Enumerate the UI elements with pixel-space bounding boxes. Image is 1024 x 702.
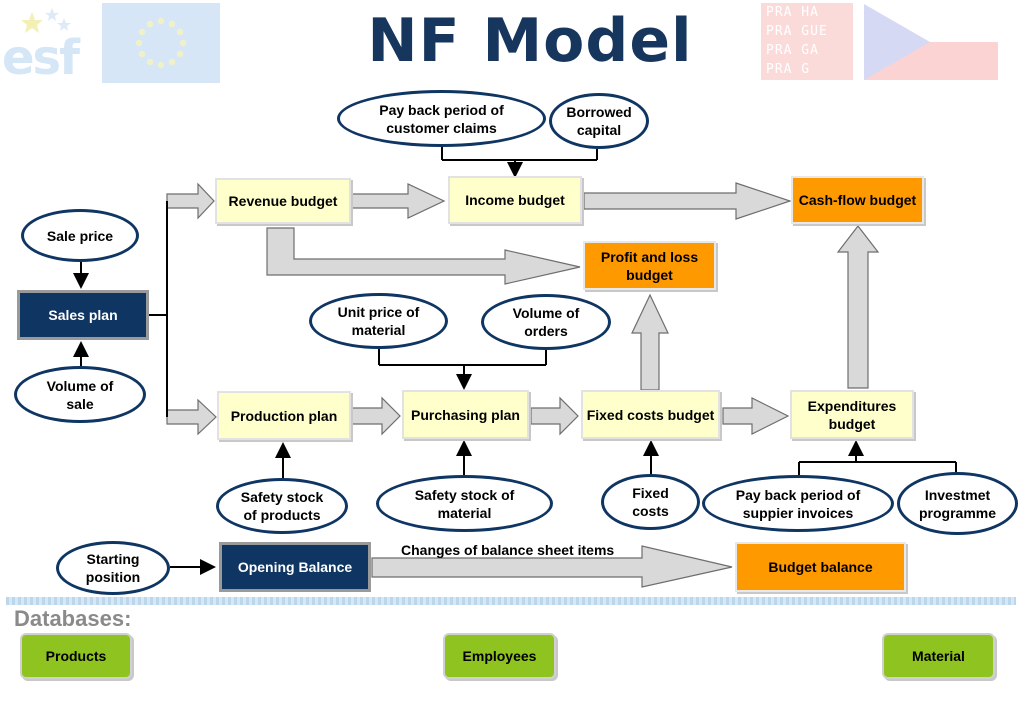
unit-price-material-oval: Unit price of material (309, 293, 448, 349)
arrow-revenue-to-profit-loss (266, 227, 581, 285)
safety-stock-products-oval: Safety stock of products (216, 478, 348, 534)
profit-loss-budget-box: Profit and loss budget (583, 241, 716, 290)
purchasing-plan-box: Purchasing plan (402, 390, 529, 439)
esf-logo-stars (21, 8, 71, 33)
arrow-opening-to-budget-balance (371, 545, 733, 588)
esf-logo: esf (2, 4, 98, 86)
pay-back-supplier-oval: Pay back period of suppier invoices (702, 475, 894, 532)
database-material: Material (882, 633, 995, 679)
safety-stock-material-oval: Safety stock of material (376, 475, 553, 532)
czech-flag-icon (864, 4, 998, 80)
sales-plan-box: Sales plan (17, 290, 149, 340)
eu-flag-logo (102, 3, 220, 83)
investment-programme-oval: Investmet programme (897, 472, 1018, 535)
arrow-expenditures-to-cashflow (836, 225, 880, 389)
database-employees: Employees (443, 633, 556, 679)
income-budget-box: Income budget (448, 176, 582, 224)
arrow-income-to-cashflow (583, 182, 792, 220)
arrow-fixed-to-profit-loss (631, 293, 669, 391)
prague-logo-text: PRA HA PRA GUE PRA GA PRA G (766, 5, 828, 77)
budget-balance-box: Budget balance (735, 542, 906, 592)
sale-price-oval: Sale price (21, 209, 139, 262)
arrow-fixed-to-expenditures (722, 397, 790, 435)
databases-divider (6, 597, 1016, 605)
volume-of-sale-oval: Volume of sale (14, 366, 146, 423)
eu-stars-icon (135, 17, 187, 69)
prague-logo: PRA HA PRA GUE PRA GA PRA G (761, 3, 853, 80)
arrow-to-production-plan (166, 398, 217, 436)
cash-flow-budget-box: Cash-flow budget (791, 176, 924, 224)
arrow-revenue-to-income (350, 183, 446, 219)
databases-title: Databases: (14, 606, 132, 631)
arrow-production-to-purchasing (351, 396, 401, 436)
database-products: Products (20, 633, 132, 679)
pay-back-customer-oval: Pay back period of customer claims (337, 90, 546, 147)
fixed-costs-oval: Fixed costs (601, 474, 700, 530)
arrow-to-revenue-budget (166, 182, 215, 220)
starting-position-oval: Starting position (56, 541, 170, 595)
arrow-purchasing-to-fixed (530, 396, 579, 436)
opening-balance-box: Opening Balance (219, 542, 371, 592)
changes-balance-label: Changes of balance sheet items (401, 542, 615, 558)
expenditures-budget-box: Expenditures budget (790, 390, 914, 439)
volume-of-orders-oval: Volume of orders (481, 294, 611, 350)
borrowed-capital-oval: Borrowed capital (549, 93, 649, 149)
esf-logo-text: esf (2, 30, 80, 86)
czech-flag-logo (864, 4, 998, 80)
production-plan-box: Production plan (217, 391, 351, 440)
page-title: NF Model (367, 6, 693, 76)
revenue-budget-box: Revenue budget (215, 178, 351, 224)
fixed-costs-budget-box: Fixed costs budget (581, 390, 720, 439)
